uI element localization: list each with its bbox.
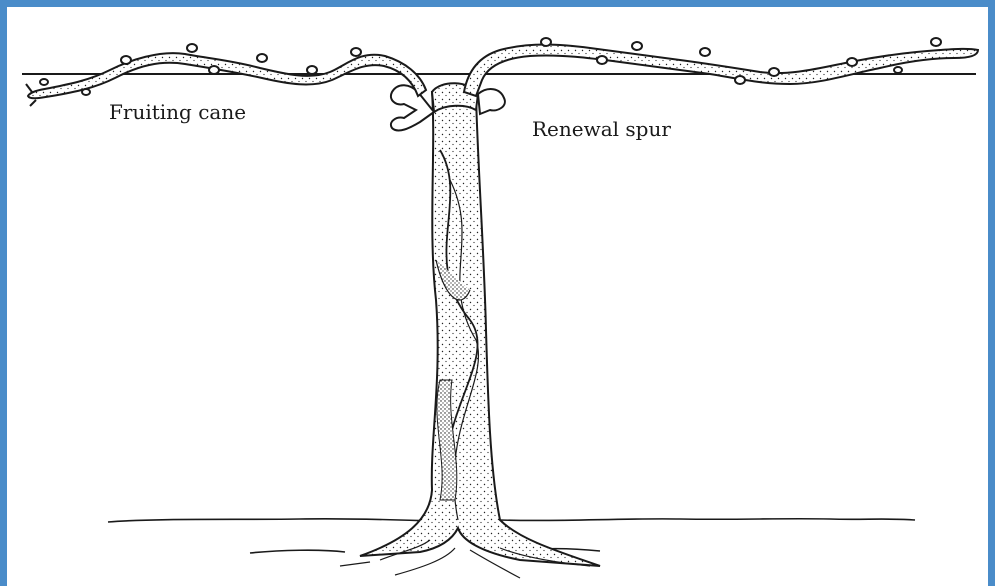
- vine-trunk: [360, 92, 600, 566]
- right-fruiting-cane: [464, 38, 978, 96]
- renewal-spur-label: Renewal spur: [532, 117, 671, 141]
- fruiting-cane-label: Fruiting cane: [109, 100, 246, 124]
